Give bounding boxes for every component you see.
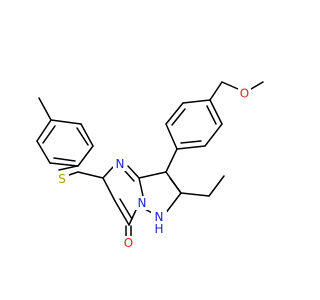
bond [77, 171, 104, 179]
bond [208, 175, 225, 197]
sulfur-label: S [58, 172, 66, 186]
bond [176, 145, 206, 150]
bond [49, 162, 79, 167]
ring-nitrogen-label: N [116, 157, 125, 171]
label-mask [56, 172, 69, 186]
bond [165, 123, 178, 150]
bond [250, 81, 264, 90]
bond [165, 102, 184, 125]
bond [164, 192, 182, 215]
molecule-structure: O S N N NH O [36, 81, 264, 250]
bond [221, 81, 239, 90]
sulfur-atom: S [56, 172, 69, 186]
structure-canvas: O S N N NH O [36, 81, 264, 250]
bond [36, 140, 51, 164]
label-mask [238, 86, 251, 100]
bond [77, 145, 94, 167]
bond [180, 192, 210, 197]
methoxy-oxygen-label: O [240, 87, 249, 101]
bond [127, 165, 140, 179]
bond [209, 99, 223, 125]
bond [36, 119, 52, 142]
bond [204, 123, 223, 147]
bond-layer [36, 81, 264, 239]
bond [76, 127, 89, 146]
bond [124, 170, 135, 182]
label-mask [113, 157, 127, 171]
bond [165, 148, 178, 173]
ring-nitrogen-atom: N [113, 157, 127, 171]
bond [171, 108, 186, 126]
bond [50, 119, 82, 125]
bond [102, 177, 116, 202]
label-mask [151, 211, 167, 237]
bond [209, 81, 223, 101]
bond [138, 171, 167, 179]
bond [119, 198, 133, 220]
bond [58, 165, 78, 171]
atom-label-layer: O S N N NH O [56, 86, 251, 250]
methoxy-oxygen-atom: O [238, 86, 251, 101]
bond [180, 140, 202, 144]
bond [80, 123, 94, 147]
label-mask [122, 236, 135, 250]
bond [169, 177, 182, 194]
bridge-nitrogen-label: N [138, 196, 147, 210]
bond [128, 209, 137, 226]
label-mask [135, 196, 149, 210]
carbonyl-oxygen-atom: O [122, 236, 135, 250]
bond [138, 177, 144, 197]
bond [114, 200, 130, 226]
bond [38, 97, 52, 121]
nh-group: NH [151, 210, 167, 237]
bond [182, 99, 211, 104]
carbonyl-oxygen-label: O [124, 236, 133, 250]
nh-label: NH [152, 210, 166, 234]
bond [53, 157, 76, 162]
bond [206, 105, 217, 125]
bridge-nitrogen-atom: N [135, 196, 149, 210]
bond [42, 125, 56, 144]
bond [102, 166, 114, 179]
